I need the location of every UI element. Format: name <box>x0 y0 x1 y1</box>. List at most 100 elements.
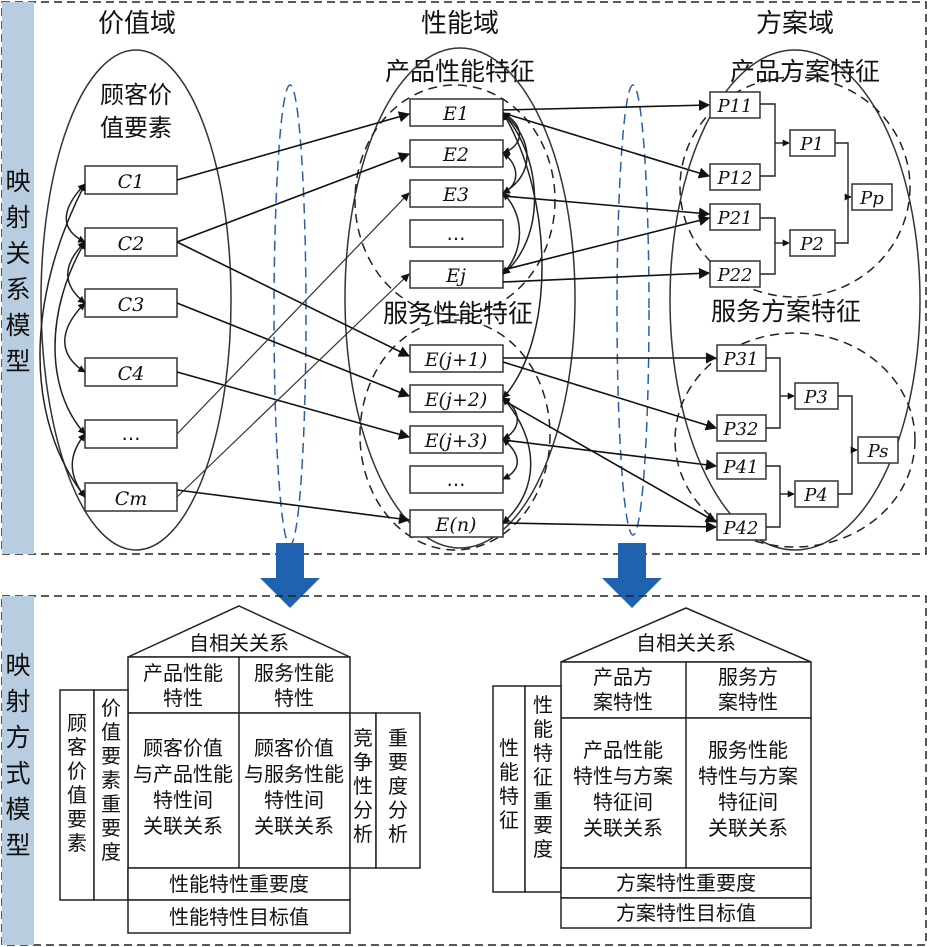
value-domain-subtitle-1: 顾客价 <box>100 81 172 109</box>
svg-text:案特性: 案特性 <box>593 690 653 714</box>
svg-text:关联关系: 关联关系 <box>143 814 223 838</box>
perf-item-en: E(n) <box>435 514 477 536</box>
scheme-p21: P21 <box>716 208 752 229</box>
service-scheme-cluster <box>674 332 916 548</box>
mapping-divider-right <box>616 84 650 536</box>
svg-text:与产品性能: 与产品性能 <box>133 762 233 786</box>
value-item-cm: Cm <box>115 488 148 510</box>
value-domain-subtitle-2: 值要素 <box>100 114 172 142</box>
scheme-p2: P2 <box>799 234 824 255</box>
bottom-side-label: 映 射 方 式 模 型 <box>5 651 30 860</box>
svg-text:顾客价值: 顾客价值 <box>254 736 334 760</box>
product-scheme-tree: P11 P12 P21 P22 P1 P2 Pp <box>709 91 893 288</box>
svg-text:重要度分析: 重要度分析 <box>388 726 408 846</box>
perf-item-ej1: E(j+1) <box>424 349 488 371</box>
perf-item-ellipsis-2: … <box>447 469 466 491</box>
perf-item-e3: E3 <box>442 184 469 206</box>
value-item-box <box>84 357 178 387</box>
value-item-box <box>84 227 178 257</box>
top-side-panel <box>2 2 34 554</box>
svg-text:产品性能: 产品性能 <box>143 661 223 685</box>
scheme-p42: P42 <box>722 518 758 539</box>
svg-text:特性间: 特性间 <box>264 788 324 812</box>
value-item-c4: C4 <box>118 363 145 385</box>
top-side-char: 模 <box>5 311 30 340</box>
value-item-box <box>84 419 178 449</box>
svg-text:特性: 特性 <box>274 686 314 710</box>
svg-text:与服务性能: 与服务性能 <box>244 762 344 786</box>
svg-text:服务性能: 服务性能 <box>254 661 334 685</box>
top-side-char: 关 <box>5 239 30 268</box>
value-domain-ellipse <box>40 49 232 551</box>
svg-text:特征间: 特征间 <box>593 790 653 814</box>
service-scheme-tree: P31 P32 P41 P42 P3 P4 Ps <box>716 344 899 541</box>
top-panel-frame <box>1 1 927 555</box>
svg-text:特性与方案: 特性与方案 <box>698 764 798 788</box>
scheme-p1: P1 <box>799 134 824 155</box>
scheme-domain-title: 方案域 <box>756 9 834 39</box>
left-footer-1: 性能特性重要度 <box>169 872 309 896</box>
performance-domain-title: 性能域 <box>421 9 499 39</box>
svg-text:服务性能: 服务性能 <box>708 738 788 762</box>
service-performance-cluster <box>359 319 551 551</box>
svg-text:服务方: 服务方 <box>718 665 778 689</box>
scheme-ps: Ps <box>867 441 889 462</box>
performance-to-scheme-arrows <box>502 99 718 533</box>
svg-text:产品性能: 产品性能 <box>583 738 663 762</box>
perf-item-e1: E1 <box>442 103 469 125</box>
left-footer-2: 性能特性目标值 <box>169 905 309 929</box>
service-scheme-subtitle: 服务方案特征 <box>711 297 861 326</box>
performance-correlation-arcs <box>502 112 543 524</box>
svg-text:关联关系: 关联关系 <box>708 816 788 840</box>
right-house-text: 自相关关系 产品方 案特性 服务方 案特性 产品性能 特性与方案 特征间 关联关… <box>499 631 798 925</box>
bottom-side-panel <box>2 596 34 945</box>
perf-item-ellipsis-1: … <box>447 223 466 245</box>
svg-text:产品方: 产品方 <box>593 665 653 689</box>
scheme-p32: P32 <box>722 419 758 440</box>
value-item-ellipsis: … <box>122 423 141 445</box>
down-arrow-left <box>260 543 320 608</box>
svg-text:特征间: 特征间 <box>718 790 778 814</box>
scheme-p22: P22 <box>716 265 752 286</box>
top-side-char: 型 <box>5 347 30 376</box>
value-item-c3: C3 <box>118 294 145 316</box>
top-side-label: 映 射 关 系 模 型 <box>5 167 30 376</box>
product-scheme-subtitle: 产品方案特征 <box>730 57 880 86</box>
svg-text:案特性: 案特性 <box>718 690 778 714</box>
svg-text:型: 型 <box>5 831 30 860</box>
performance-domain-ellipse <box>344 47 576 549</box>
right-roof-label: 自相关关系 <box>636 631 736 655</box>
value-correlation-arcs <box>39 183 86 498</box>
scheme-p41: P41 <box>722 457 758 478</box>
svg-text:关联关系: 关联关系 <box>254 814 334 838</box>
perf-item-e2: E2 <box>442 144 469 166</box>
service-performance-items: E(j+1) E(j+2) E(j+3) … E(n) <box>409 344 504 538</box>
svg-text:顾客价值要素: 顾客价值要素 <box>67 711 87 855</box>
svg-text:价值要素重要度: 价值要素重要度 <box>101 696 121 864</box>
right-footer-2: 方案特性目标值 <box>616 901 756 925</box>
value-to-performance-arrows <box>176 111 411 525</box>
svg-text:特性与方案: 特性与方案 <box>573 764 673 788</box>
product-performance-items: E1 E2 E3 … Ej <box>409 98 504 289</box>
scheme-domain-ellipse <box>669 49 921 551</box>
perf-item-ej: Ej <box>445 265 466 287</box>
product-performance-subtitle: 产品性能特征 <box>385 57 535 86</box>
product-scheme-cluster <box>679 76 911 298</box>
left-roof-label: 自相关关系 <box>189 631 289 655</box>
value-item-c2: C2 <box>118 233 145 255</box>
left-house-text: 自相关关系 产品性能 特性 服务性能 特性 顾客价值 与产品性能 特性间 关联关… <box>67 631 408 929</box>
perf-item-ej2: E(j+2) <box>424 389 488 411</box>
svg-text:顾客价值: 顾客价值 <box>143 736 223 760</box>
scheme-pp: Pp <box>859 188 884 209</box>
scheme-p12: P12 <box>716 168 752 189</box>
right-footer-1: 方案特性重要度 <box>616 871 756 895</box>
right-house <box>492 607 812 929</box>
service-performance-subtitle: 服务性能特征 <box>383 299 533 328</box>
value-domain-title: 价值域 <box>98 9 176 39</box>
left-house <box>59 605 421 934</box>
svg-text:方: 方 <box>5 723 30 752</box>
mapping-divider-left <box>273 84 307 546</box>
svg-text:特性: 特性 <box>163 686 203 710</box>
svg-text:射: 射 <box>5 687 30 716</box>
